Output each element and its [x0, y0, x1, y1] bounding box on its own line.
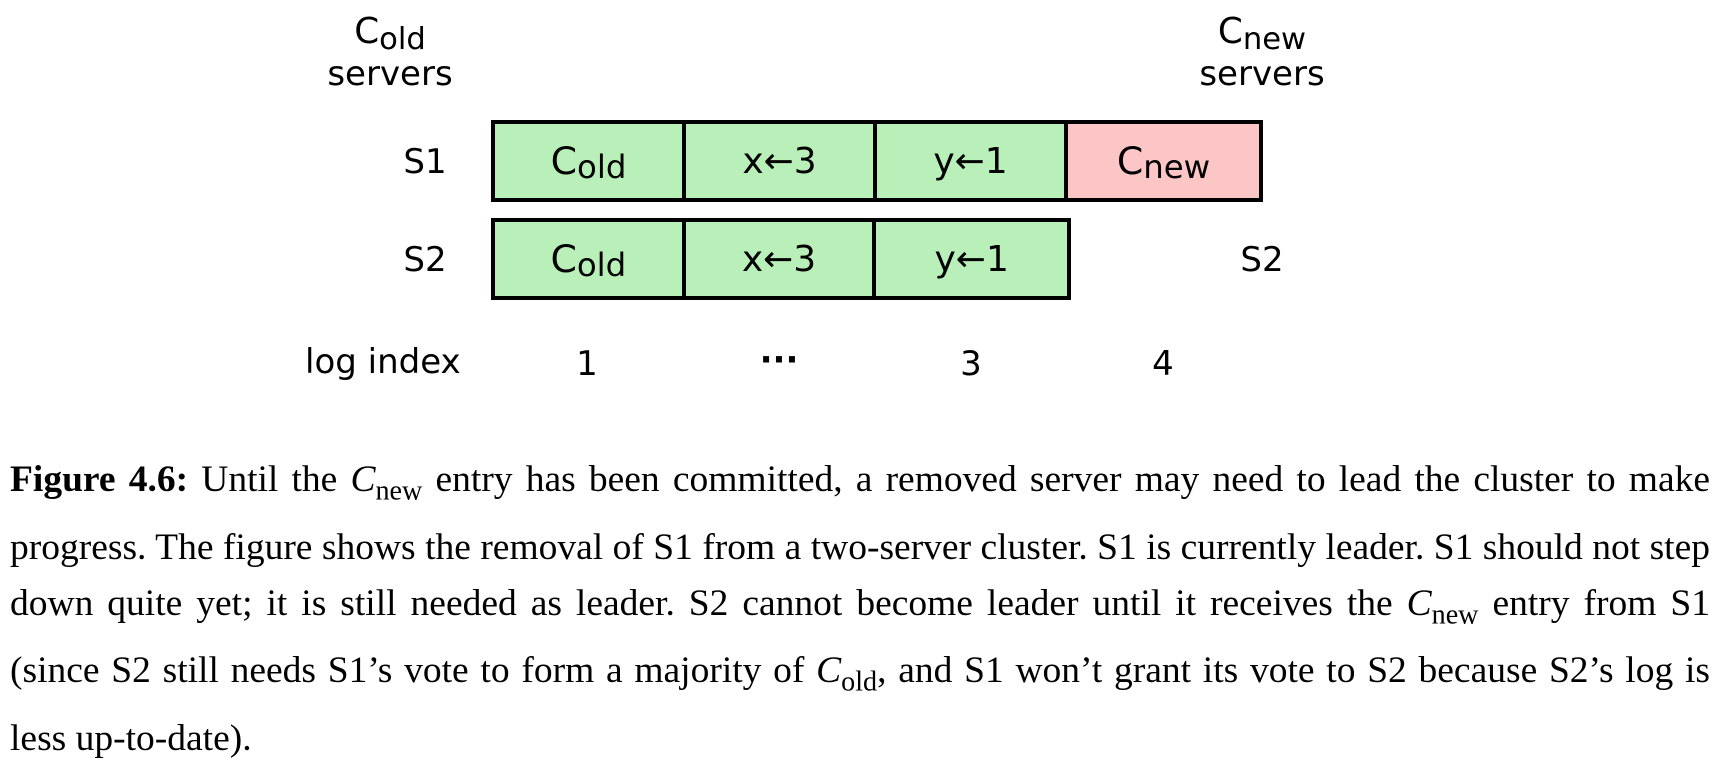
log-entry-s2-2: x←3 — [685, 222, 877, 296]
log-index-4: 4 — [1152, 344, 1174, 384]
log-index-label: log index — [305, 342, 461, 382]
cnew-servers-header: Cnew servers — [1199, 11, 1325, 95]
server-label-s2: S2 — [403, 240, 447, 280]
figure-caption: Figure 4.6: Until the Cnew entry has bee… — [10, 459, 1711, 759]
new-server-label-s2: S2 — [1240, 240, 1284, 280]
server-label-s1: S1 — [403, 142, 447, 182]
log-entry-s1-3: y←1 — [877, 124, 1068, 198]
log-index-1: 1 — [576, 344, 598, 384]
log-index-2: ··· — [759, 340, 799, 380]
log-index-3: 3 — [960, 344, 982, 384]
figure-label: Figure 4.6: — [10, 459, 189, 500]
log-entry-s2-3: y←1 — [876, 222, 1067, 296]
log-entry-s1-2: x←3 — [686, 124, 877, 198]
cold-servers-header: Cold servers — [327, 11, 453, 95]
